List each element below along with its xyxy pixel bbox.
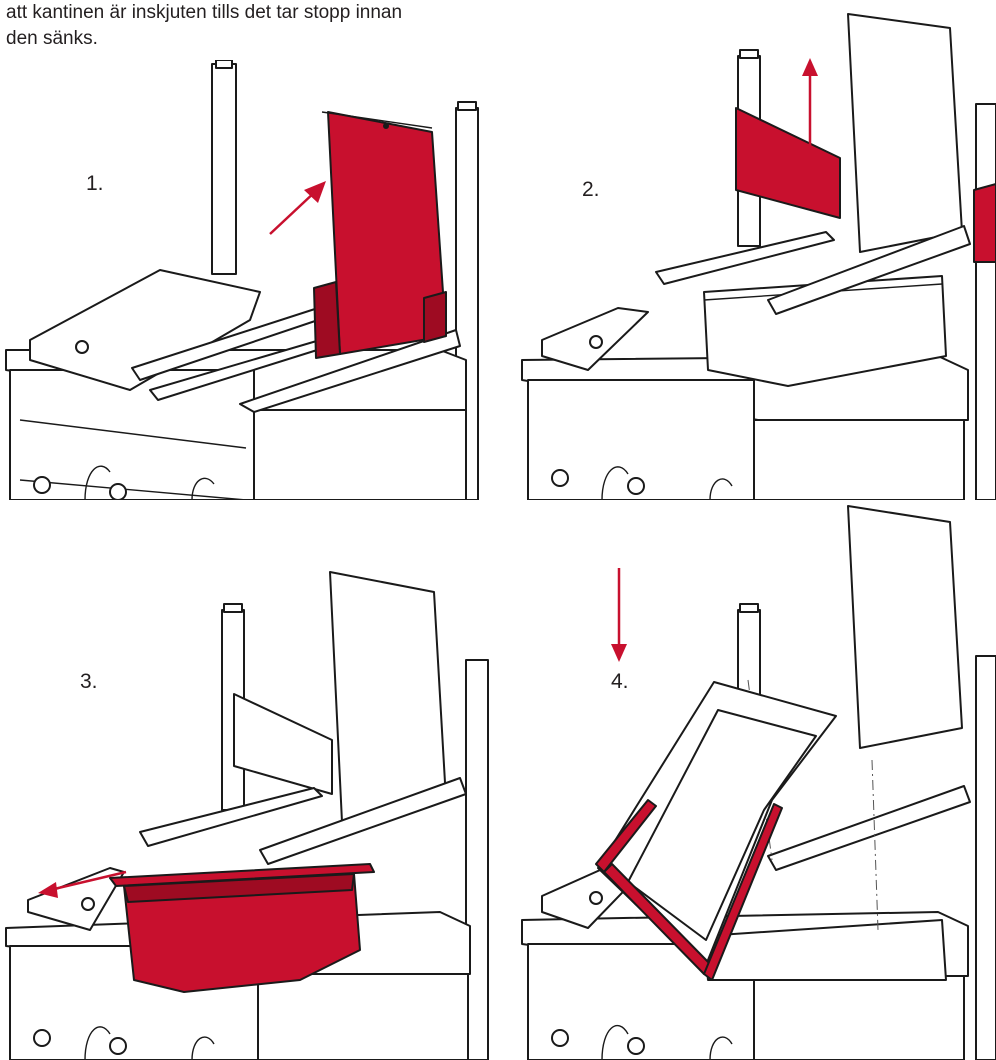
step-1-label: 1. bbox=[86, 172, 104, 195]
instruction-text: att kantinen är inskjuten tills det tar … bbox=[6, 2, 403, 49]
step-1-illustration bbox=[0, 60, 498, 500]
step-2-label: 2. bbox=[582, 178, 600, 201]
step-2-illustration bbox=[498, 0, 996, 500]
step-4-illustration bbox=[498, 500, 996, 1060]
step-3-illustration bbox=[0, 560, 498, 1060]
step-3-label: 3. bbox=[80, 670, 98, 693]
step-4-label: 4. bbox=[611, 670, 629, 693]
